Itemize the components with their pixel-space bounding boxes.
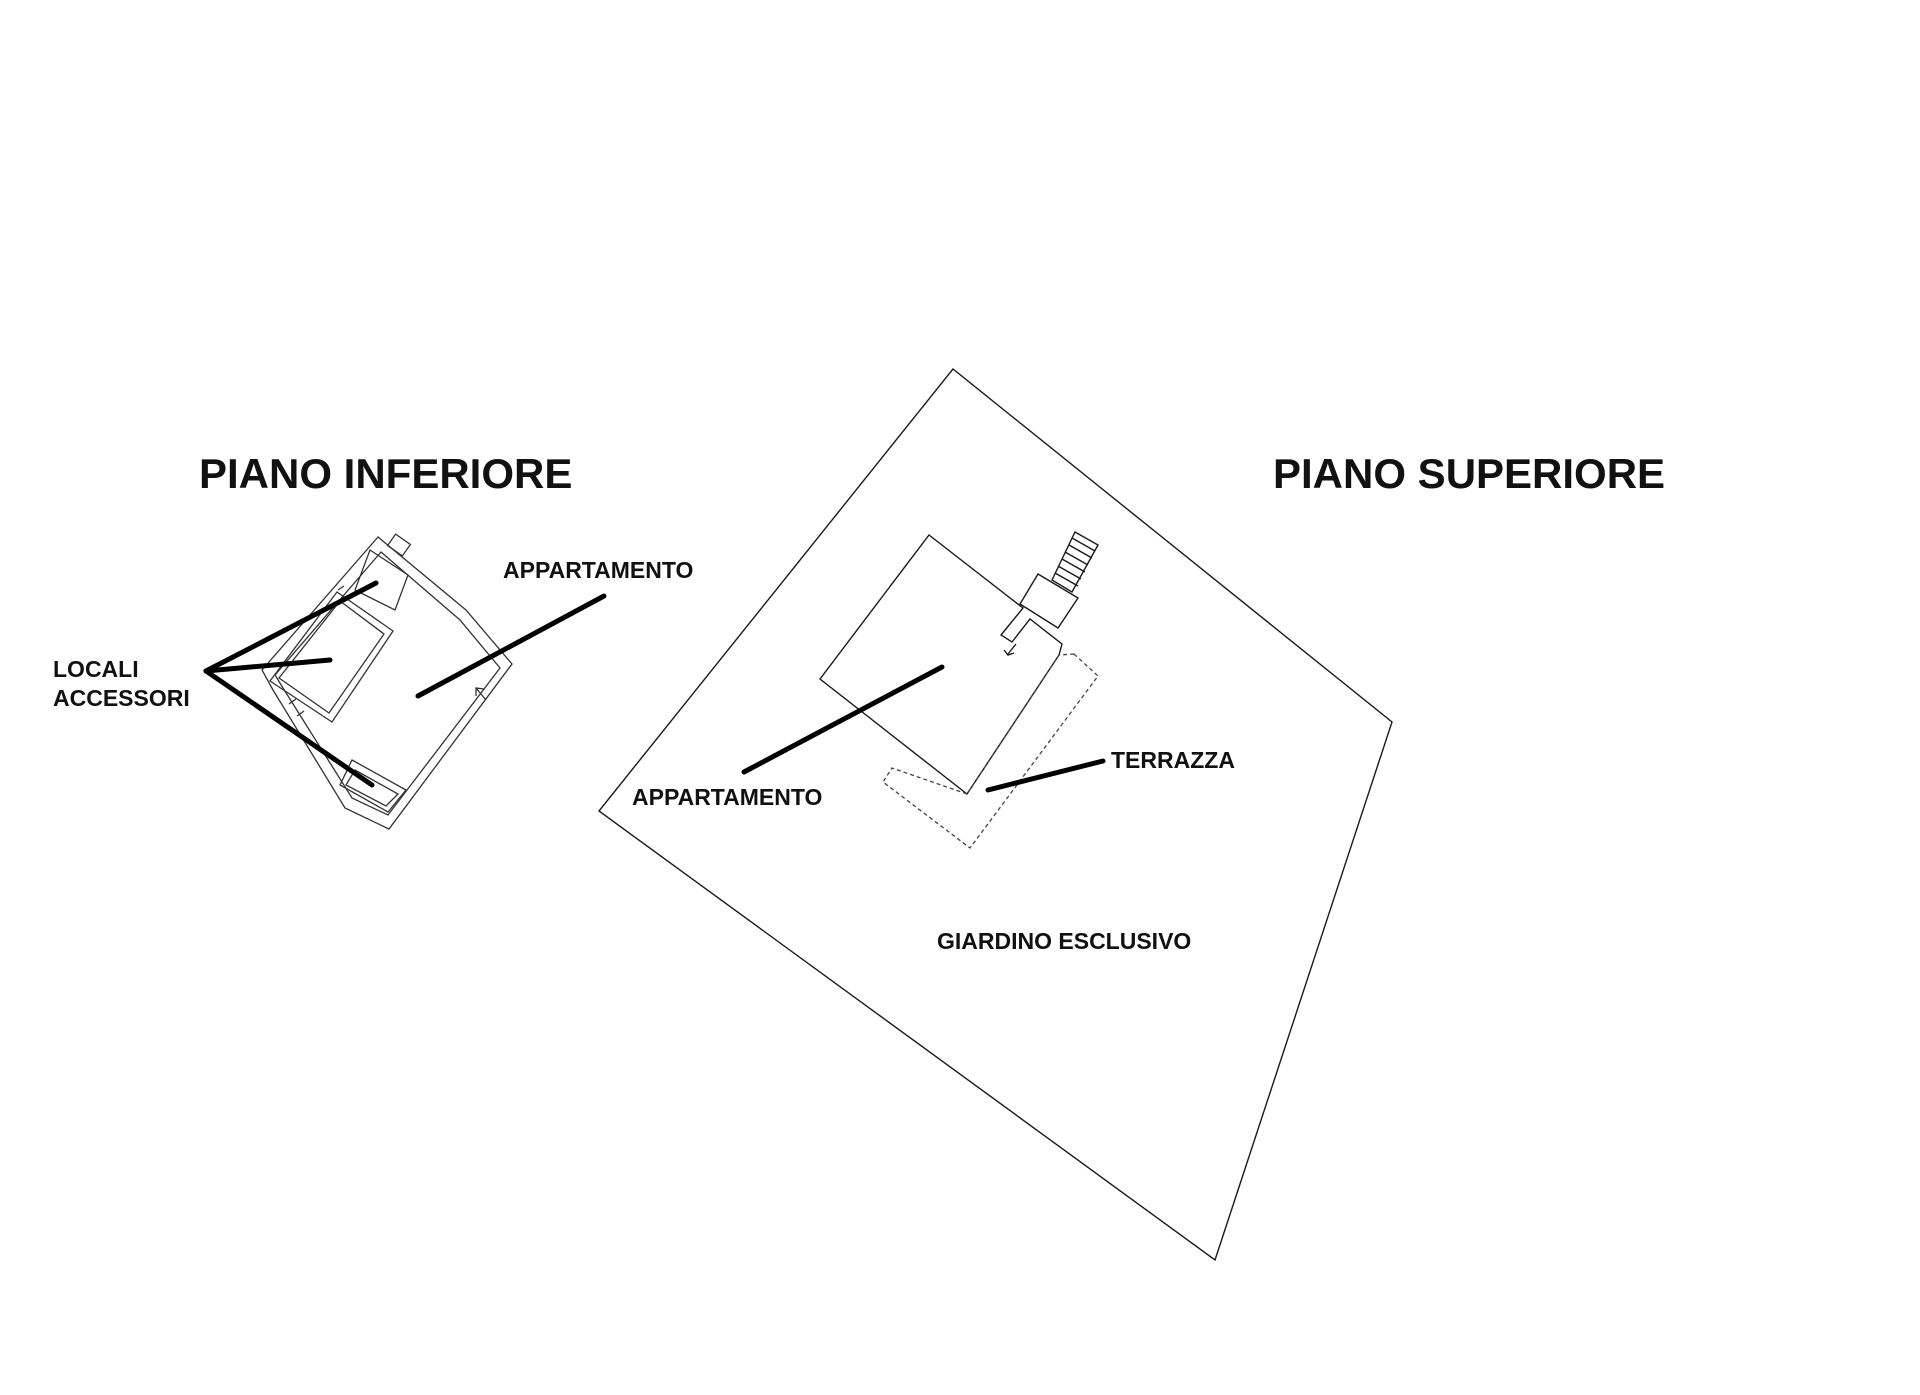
- label-terrazza: TERRAZZA: [1111, 747, 1235, 773]
- upper-floor-plan: [597, 368, 1393, 1262]
- wall-tick: [337, 585, 345, 591]
- stair-flight: [1051, 531, 1099, 593]
- stair-tread: [1068, 544, 1093, 559]
- wall-tick: [288, 698, 297, 705]
- upper-apartment-outline: [819, 534, 1063, 796]
- stair-tread: [1064, 551, 1089, 566]
- label-appartamento-lower: APPARTAMENTO: [503, 557, 693, 583]
- upper-entrance-arrow-head: [1003, 649, 1015, 656]
- leader-locali-top: [203, 580, 379, 674]
- terrace-outline: [882, 653, 1099, 849]
- lower-floor-outline: [261, 536, 513, 830]
- upper-entrance-arrow: [1007, 643, 1017, 655]
- accessory-room-middle: [269, 591, 394, 723]
- stair-tread: [1061, 558, 1086, 573]
- accessory-room-bottom: [339, 759, 407, 813]
- leader-locali-bottom: [203, 668, 375, 788]
- label-giardino: GIARDINO ESCLUSIVO: [937, 928, 1191, 954]
- accessory-room-top: [354, 549, 409, 611]
- garden-lot-outline: [597, 368, 1393, 1262]
- leader-terrazza: [985, 758, 1106, 793]
- stair-tread: [1057, 565, 1082, 580]
- stair-tread: [1054, 572, 1079, 587]
- stair-landing: [1019, 573, 1079, 629]
- leader-appartamento-upper: [741, 664, 945, 775]
- leader-appartamento-lower: [415, 593, 607, 699]
- accessory-room-middle-inner: [278, 600, 385, 714]
- label-locali: LOCALI: [53, 656, 139, 682]
- stair-tread: [1071, 537, 1096, 552]
- stair-treads: [1054, 537, 1096, 587]
- lower-floor-plan: [261, 533, 513, 830]
- leader-locali-middle: [203, 657, 333, 674]
- lower-floor-inner-wall: [274, 551, 501, 816]
- upper-floor-title: PIANO SUPERIORE: [1273, 450, 1665, 497]
- entrance-arrow-head: [475, 687, 485, 696]
- lower-floor-title: PIANO INFERIORE: [199, 450, 572, 497]
- entrance-arrow: [475, 687, 487, 701]
- label-accessori: ACCESSORI: [53, 685, 190, 711]
- wall-tick: [296, 710, 305, 717]
- accessory-room-bottom-inner: [345, 769, 400, 807]
- lower-floor-top-bump: [386, 533, 412, 557]
- label-appartamento-upper: APPARTAMENTO: [632, 784, 822, 810]
